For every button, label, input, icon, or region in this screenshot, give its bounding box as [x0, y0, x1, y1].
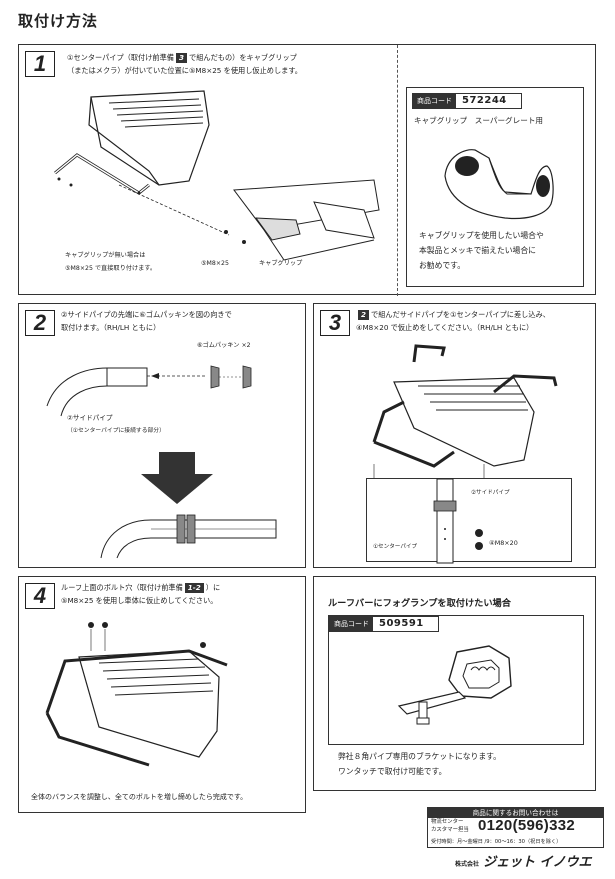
page-title: 取付け方法: [18, 12, 99, 30]
grip-label: キャブグリップ: [259, 260, 303, 267]
contact-heading: 商品に関するお問い合わせは: [428, 808, 603, 818]
product-card-572244: 商品コード 572244 キャブグリップ スーパーグレート用 キャブグリップを使…: [406, 87, 584, 287]
roof-with-pipes-illustration: [372, 344, 558, 468]
contact-box: 商品に関するお問い合わせは 物流センター カスタマー担当 0120(596)33…: [427, 807, 604, 848]
grip-note: キャブグリップが無い場合は ⑤M8×25 で直接取り付けます。: [65, 252, 157, 272]
step-2-instruction: ②サイドパイプの先端に⑥ゴムパッキンを図の向きで 取付けます。（RH/LH とも…: [61, 310, 232, 332]
leader-arrow: [118, 184, 230, 236]
assembled-pipe-illustration: [100, 514, 277, 559]
prep-step-badge: 1-2: [184, 583, 204, 593]
prep-step-badge: 3: [176, 53, 188, 63]
product-card-509591: 商品コード 509591: [328, 615, 584, 745]
step-number: 1: [25, 51, 55, 77]
contact-department: 物流センター カスタマー担当: [431, 819, 469, 833]
packing-label: ⑥ゴムパッキン ×2: [197, 342, 251, 349]
cab-grip-illustration: [444, 149, 554, 220]
bolt-icon: [475, 529, 483, 550]
product-code: 商品コード 509591: [329, 616, 439, 632]
bracket-illustration: [397, 645, 512, 725]
center-pipe-label: ①センターパイプ: [373, 544, 418, 550]
side-pipe-label: ②サイドパイプ: [471, 490, 510, 496]
step-number: 4: [25, 583, 55, 609]
down-arrow-icon: [141, 452, 213, 504]
business-hours: 受付時間：月～金曜日 /9：00～16：30（祝日を除く）: [431, 839, 562, 845]
product-description: キャブグリップを使用したい場合や 本製品とメッキで揃えたい場合に お勧めです。: [419, 231, 544, 270]
roof-illustration: [54, 90, 210, 195]
product-name: キャブグリップ スーパーグレート用: [414, 116, 544, 125]
step-number: 2: [25, 310, 55, 336]
pipe-joint-illustration: [433, 478, 457, 564]
fog-lamp-heading: ルーフバーにフォグランプを取付けたい場合: [328, 598, 511, 609]
side-pipe-label: ②サイドパイプ （①センターパイプに接続する部分）: [67, 414, 165, 434]
step-2-panel: 2 ②サイドパイプの先端に⑥ゴムパッキンを図の向きで 取付けます。（RH/LH …: [18, 303, 306, 568]
product-code: 商品コード 572244: [412, 93, 522, 109]
phone-number[interactable]: 0120(596)332: [478, 817, 576, 834]
bolt-label: ⑤M8×25: [201, 260, 229, 267]
divider: [397, 45, 398, 296]
grip-detail-illustration: [224, 179, 380, 261]
roof-installed-illustration: [45, 622, 228, 767]
pipe-packing-illustration: [46, 365, 252, 417]
fog-lamp-description: 弊社８角パイプ専用のブラケットになります。 ワンタッチで取付け可能です。: [338, 752, 501, 776]
bolt-label: ④M8×20: [489, 539, 518, 547]
company-logo: 株式会社ジェット イノウエ: [455, 855, 592, 870]
joint-detail: ②サイドパイプ ①センターパイプ ④M8×20: [366, 478, 572, 564]
completion-note: 全体のバランスを調整し、全てのボルトを増し締めしたら完成です。: [31, 793, 248, 801]
step-ref-badge: 2: [358, 310, 370, 320]
fog-lamp-bracket-panel: ルーフバーにフォグランプを取付けたい場合 商品コード 509591 弊社８角パイ…: [313, 576, 596, 791]
step-number: 3: [320, 310, 350, 336]
